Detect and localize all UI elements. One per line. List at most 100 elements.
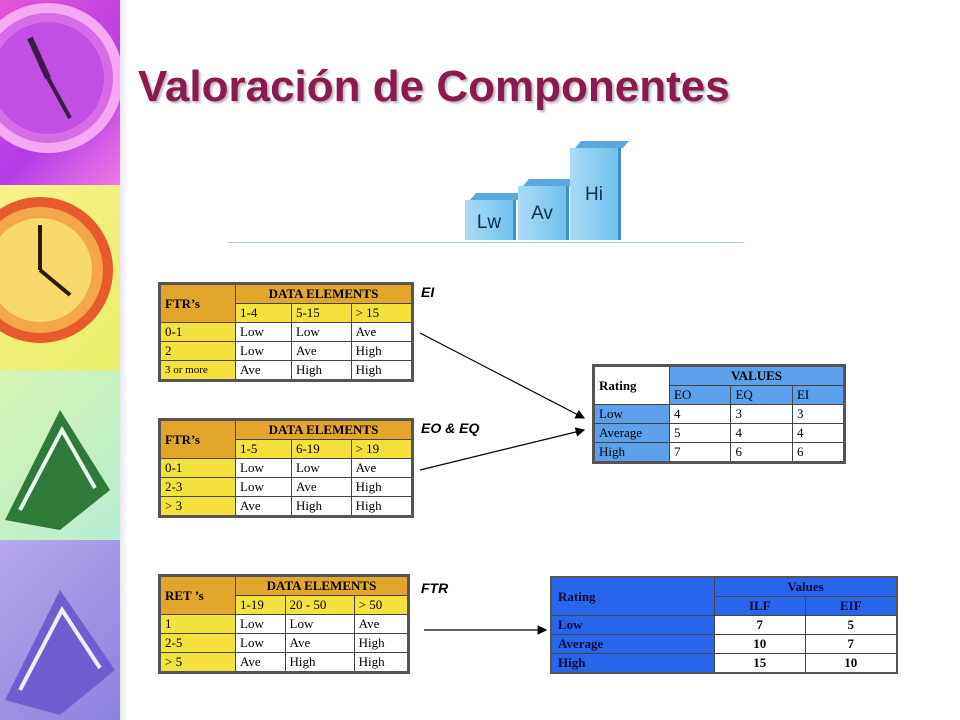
table-cell: Ave xyxy=(350,322,414,342)
label-ei: EI xyxy=(421,284,435,300)
table-cell: 3 xyxy=(730,404,793,424)
table-corner: Rating xyxy=(593,365,670,405)
table-row: Average 10 7 xyxy=(550,634,898,654)
table-cell: High xyxy=(290,496,352,517)
table-cell: Ave xyxy=(284,633,355,653)
range-cell: > 15 xyxy=(350,303,414,323)
row-label: > 3 xyxy=(159,496,236,517)
range-cell: > 50 xyxy=(353,595,410,615)
table-cell: Ave xyxy=(353,614,410,634)
table-cell: High xyxy=(353,652,410,673)
table-cell: Low xyxy=(235,341,292,361)
table-row: 2 Low Ave High xyxy=(159,341,414,361)
table-row: 1 Low Low Ave xyxy=(159,614,410,634)
table-cell: 6 xyxy=(730,442,793,463)
arrow-ei-to-rating xyxy=(419,332,586,419)
bar-high: Hi xyxy=(570,148,618,240)
table-row: 0-1 Low Low Ave xyxy=(159,322,414,342)
table-row: 2-3 Low Ave High xyxy=(159,477,414,497)
table-row: 3 or more Ave High High xyxy=(159,360,414,381)
label-ftr: FTR xyxy=(421,580,449,596)
table-cell: Low xyxy=(235,322,292,342)
table-header: DATA ELEMENTS xyxy=(235,283,413,304)
table-cell: High xyxy=(284,652,355,673)
column-header: EIF xyxy=(804,596,898,616)
range-cell: 1-4 xyxy=(235,303,292,323)
column-header: EI xyxy=(791,385,846,405)
bar-average: Av xyxy=(518,186,566,240)
table-rating-ilf-eif: Rating Values ILF EIF Low 7 5 Average 10… xyxy=(550,576,898,674)
table-cell: Low xyxy=(235,614,286,634)
table-rating-values: Rating VALUES EO EQ EI Low 4 3 3 Average… xyxy=(592,364,846,464)
table-cell: 15 xyxy=(714,653,806,674)
range-cell: 6-19 xyxy=(290,439,352,459)
clock-image-orange xyxy=(0,185,120,370)
table-cell: Low xyxy=(290,322,352,342)
column-header: ILF xyxy=(714,596,806,616)
table-cell: Ave xyxy=(290,341,352,361)
table-cell: 5 xyxy=(804,615,898,635)
table-row: > 5 Ave High High xyxy=(159,652,410,673)
decorative-side-strip xyxy=(0,0,128,720)
table-corner: RET ’s xyxy=(159,575,236,615)
table-eo-eq: FTR’s DATA ELEMENTS 1-5 6-19 > 19 0-1 Lo… xyxy=(158,418,414,518)
row-label: 3 or more xyxy=(159,360,236,381)
table-row: Low 7 5 xyxy=(550,615,898,635)
table-cell: Low xyxy=(284,614,355,634)
row-label: 2-5 xyxy=(159,633,236,653)
table-cell: Ave xyxy=(235,652,286,673)
table-row: Average 5 4 4 xyxy=(593,423,846,443)
table-header: DATA ELEMENTS xyxy=(235,419,413,440)
table-cell: Low xyxy=(290,458,352,478)
table-cell: 4 xyxy=(730,423,793,443)
row-label: High xyxy=(550,653,715,674)
table-cell: 3 xyxy=(791,404,846,424)
table-cell: High xyxy=(350,360,414,381)
table-corner: FTR’s xyxy=(159,283,236,323)
book-image-purple xyxy=(0,540,120,720)
row-label: Average xyxy=(550,634,715,654)
row-label: Low xyxy=(593,404,670,424)
table-cell: High xyxy=(350,496,414,517)
arrow-eo-eq-to-rating xyxy=(419,427,586,471)
table-cell: 5 xyxy=(668,423,732,443)
strip-edge xyxy=(120,0,128,720)
table-row: High 15 10 xyxy=(550,653,898,674)
row-label: 1 xyxy=(159,614,236,634)
table-cell: 7 xyxy=(668,442,732,463)
slide-title: Valoración de Componentes xyxy=(138,62,730,111)
table-cell: Ave xyxy=(235,496,292,517)
table-row: High 7 6 6 xyxy=(593,442,846,463)
table-ei: FTR’s DATA ELEMENTS 1-4 5-15 > 15 0-1 Lo… xyxy=(158,282,414,382)
table-cell: 4 xyxy=(791,423,846,443)
row-label: 2-3 xyxy=(159,477,236,497)
table-ret: RET ’s DATA ELEMENTS 1-19 20 - 50 > 50 1… xyxy=(158,574,410,674)
row-label: High xyxy=(593,442,670,463)
table-row: > 3 Ave High High xyxy=(159,496,414,517)
book-image-green xyxy=(0,370,120,540)
table-cell: 10 xyxy=(714,634,806,654)
table-header: DATA ELEMENTS xyxy=(235,575,409,596)
range-cell: 1-19 xyxy=(235,595,286,615)
table-corner: FTR’s xyxy=(159,419,236,459)
table-cell: 6 xyxy=(791,442,846,463)
range-cell: 20 - 50 xyxy=(284,595,355,615)
table-cell: 7 xyxy=(804,634,898,654)
table-cell: Ave xyxy=(235,360,292,381)
label-eo-eq: EO & EQ xyxy=(421,420,480,436)
table-corner: Rating xyxy=(550,576,715,616)
row-label: > 5 xyxy=(159,652,236,673)
table-cell: High xyxy=(290,360,352,381)
row-label: 0-1 xyxy=(159,322,236,342)
bar-baseline xyxy=(228,242,744,243)
clock-image-purple xyxy=(0,0,123,185)
table-header: VALUES xyxy=(669,365,845,386)
table-cell: 7 xyxy=(714,615,806,635)
bar-low: Lw xyxy=(465,200,513,240)
row-label: 2 xyxy=(159,341,236,361)
table-row: Low 4 3 3 xyxy=(593,404,846,424)
table-cell: Low xyxy=(235,633,286,653)
table-cell: 4 xyxy=(668,404,732,424)
row-label: 0-1 xyxy=(159,458,236,478)
